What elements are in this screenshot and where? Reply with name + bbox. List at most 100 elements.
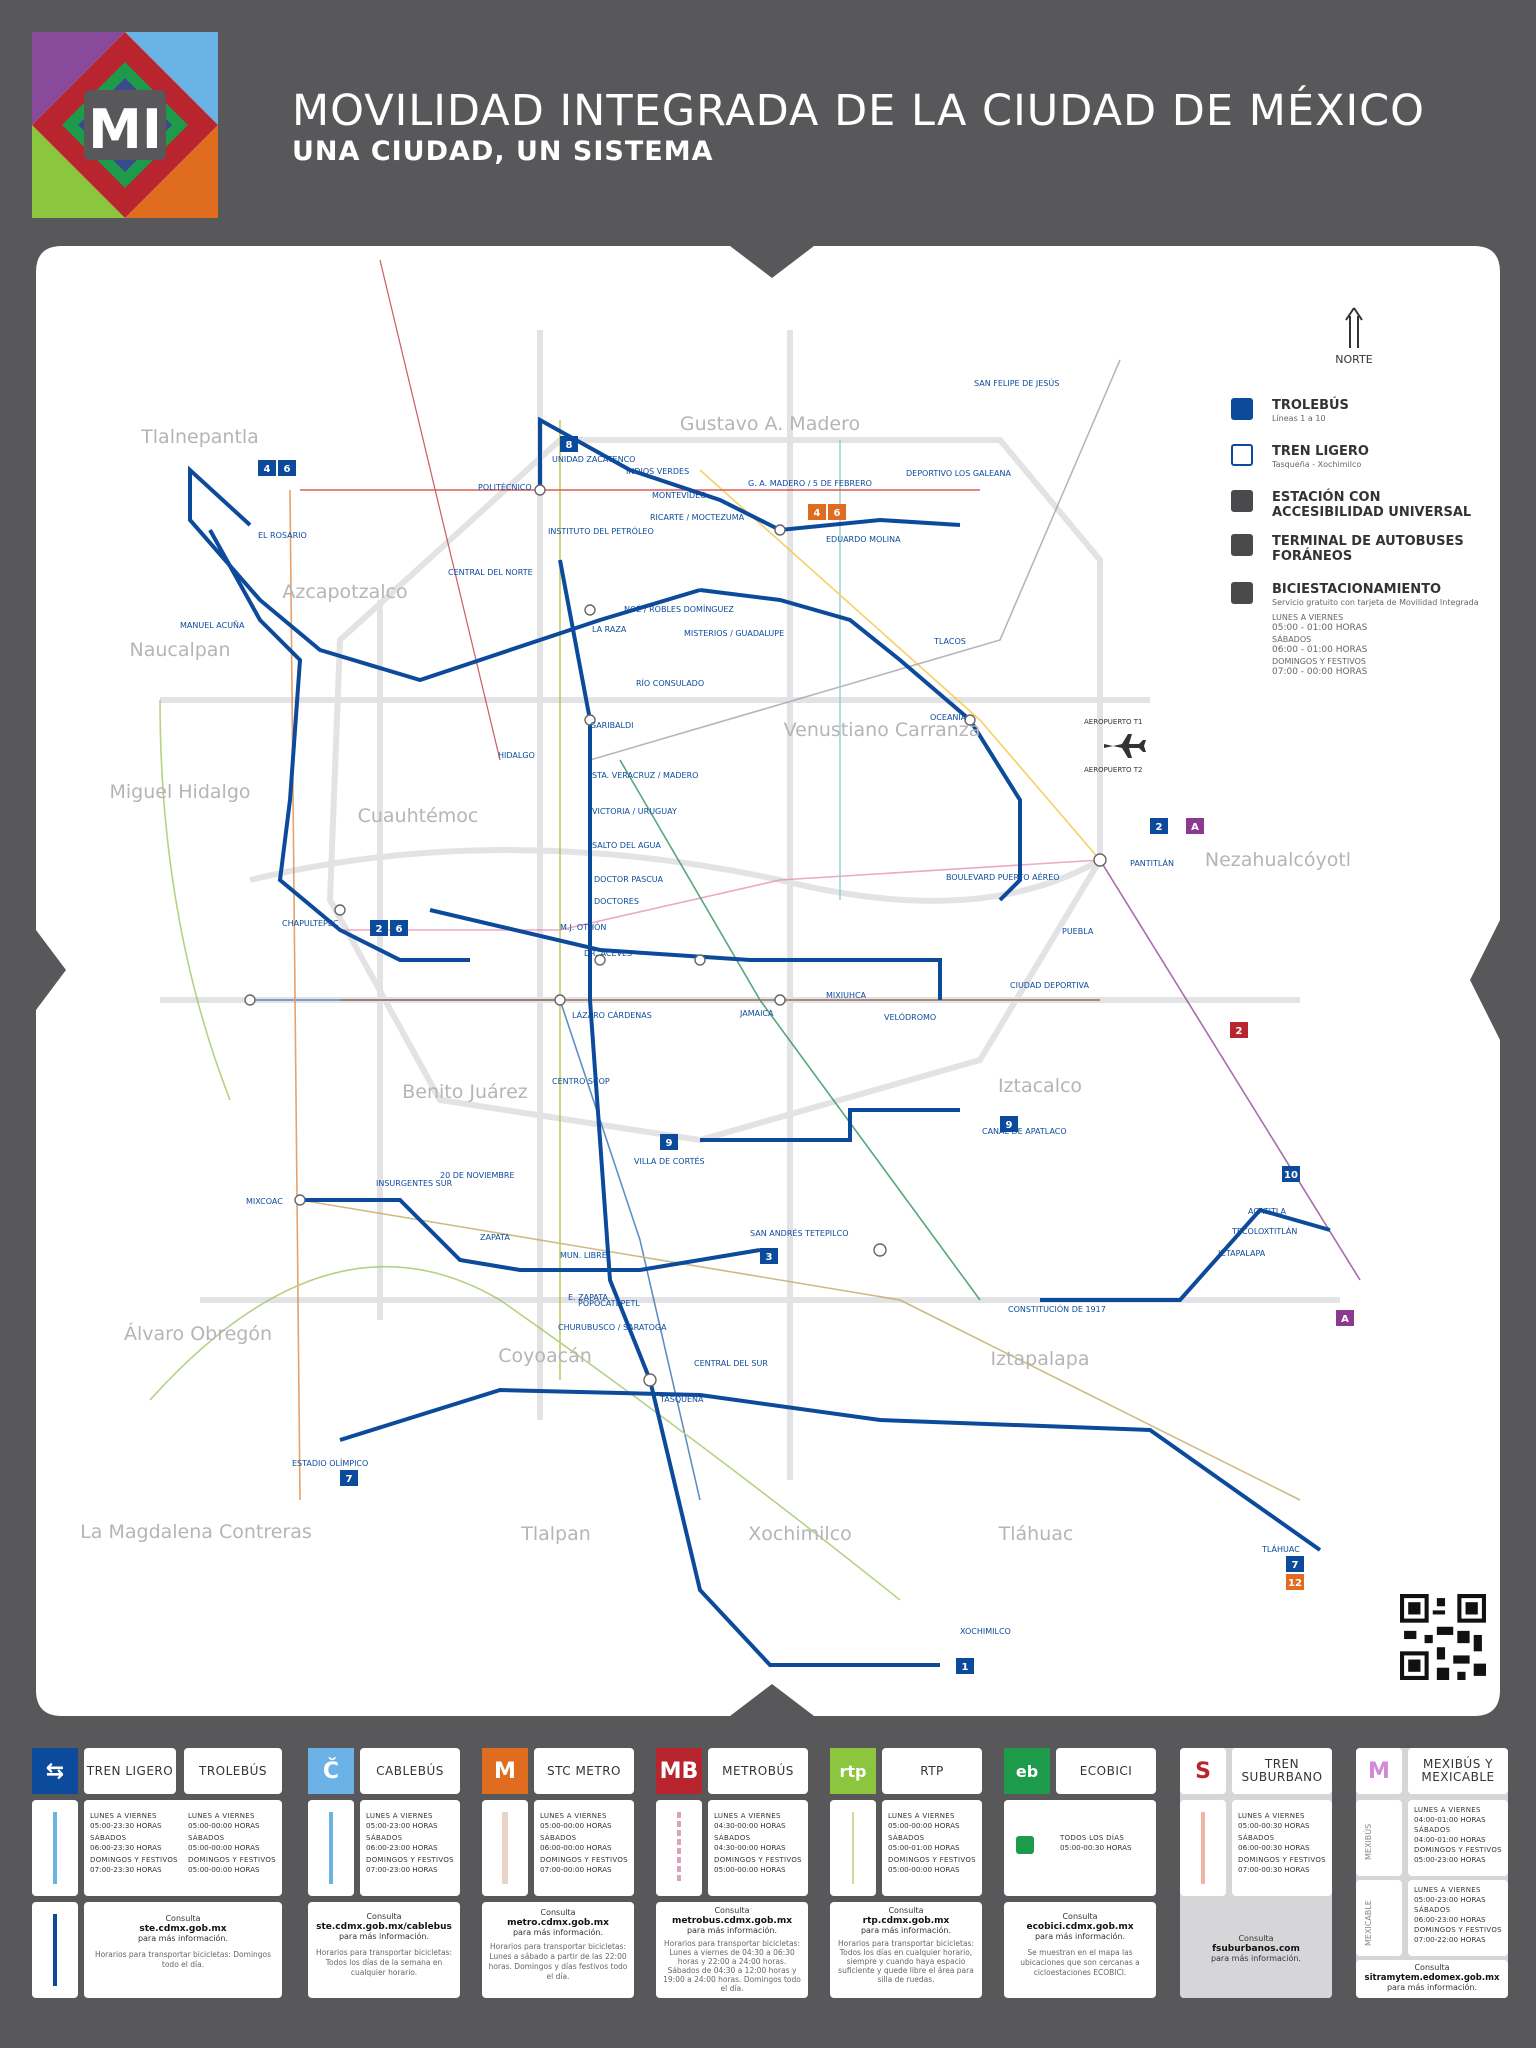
svg-text:TLÁHUAC: TLÁHUAC	[1261, 1543, 1300, 1554]
station-tags: EL ROSARIO CENTRAL DEL NORTE INSTITUTO D…	[180, 377, 1300, 1636]
light-rail-icon	[1231, 444, 1253, 466]
tren-ligero-name: TREN LIGERO	[84, 1748, 176, 1794]
cablebus-link[interactable]: ste.cdmx.gob.mx/cablebus	[316, 1922, 452, 1932]
svg-text:JAMAICA: JAMAICA	[739, 1009, 774, 1018]
bus-terminal-icon	[1231, 534, 1253, 556]
svg-text:CENTRAL DEL NORTE: CENTRAL DEL NORTE	[448, 568, 533, 577]
svg-text:MISTERIOS / GUADALUPE: MISTERIOS / GUADALUPE	[684, 629, 784, 638]
trolleybus-line-5	[538, 416, 961, 533]
cablebus-name: CABLEBÚS	[360, 1748, 460, 1794]
svg-text:CENTRAL DEL SUR: CENTRAL DEL SUR	[694, 1359, 768, 1368]
svg-text:8: 8	[566, 440, 573, 451]
trolleybus-line-3	[300, 1198, 761, 1272]
trolebus-name: TROLEBÚS	[184, 1748, 282, 1794]
metrobus-name: METROBÚS	[708, 1748, 808, 1794]
svg-text:Tlalnepantla: Tlalnepantla	[140, 426, 259, 448]
network-map[interactable]: Tlalnepantla Gustavo A. Madero Azcapotza…	[0, 0, 1536, 1760]
metro-line-12	[299, 1199, 1301, 1501]
metro-name: STC METRO	[534, 1748, 634, 1794]
rtp-line-swatch	[830, 1800, 876, 1896]
rtp-consult: Consulta rtp.cdmx.gob.mx para más inform…	[830, 1902, 982, 1998]
cablebus-logo-icon: Č	[308, 1748, 354, 1794]
svg-text:MUN. LIBRE: MUN. LIBRE	[560, 1251, 607, 1260]
svg-text:CONSTITUCIÓN DE 1917: CONSTITUCIÓN DE 1917	[1008, 1303, 1106, 1314]
svg-text:MI: MI	[88, 98, 162, 161]
legend-bus-terminal: TERMINAL DE AUTOBUSES FORÁNEOS	[1231, 534, 1482, 564]
metro-consult: Consulta metro.cdmx.gob.mx para más info…	[482, 1902, 634, 1998]
svg-text:2: 2	[376, 924, 383, 935]
svg-text:Miguel Hidalgo: Miguel Hidalgo	[109, 781, 250, 803]
north-label: NORTE	[1335, 353, 1373, 366]
metro-line-1	[340, 859, 1101, 931]
svg-text:6: 6	[284, 464, 291, 475]
svg-text:GARIBALDI: GARIBALDI	[590, 721, 634, 730]
ecobici-name: ECOBICI	[1056, 1748, 1156, 1794]
svg-text:3: 3	[766, 1252, 773, 1263]
metro-link[interactable]: metro.cdmx.gob.mx	[507, 1918, 609, 1928]
rtp-line-2	[159, 699, 231, 1101]
trolleybus-line-9	[700, 1108, 960, 1142]
svg-text:2: 2	[1156, 822, 1163, 833]
svg-text:Benito Juárez: Benito Juárez	[402, 1081, 528, 1103]
svg-text:7: 7	[346, 1474, 353, 1485]
rtp-link[interactable]: rtp.cdmx.gob.mx	[862, 1916, 950, 1926]
metrobus-link[interactable]: metrobus.cdmx.gob.mx	[671, 1916, 793, 1926]
mexibus-link[interactable]: sitramytem.edomex.gob.mx	[1364, 1973, 1500, 1983]
svg-text:IZTAPALAPA: IZTAPALAPA	[1218, 1249, 1266, 1258]
ste-link[interactable]: ste.cdmx.gob.mx	[139, 1924, 227, 1934]
suburbano-line	[379, 259, 501, 761]
svg-text:9: 9	[666, 1138, 673, 1149]
svg-text:DOCTOR PASCUA: DOCTOR PASCUA	[594, 875, 664, 884]
suburbano-line-swatch	[1180, 1800, 1226, 1896]
trolleybus-line-10	[1040, 1207, 1331, 1302]
accessibility-icon	[1231, 490, 1253, 512]
svg-text:TASQUEÑA: TASQUEÑA	[659, 1394, 704, 1404]
trolleybus-network	[188, 416, 1331, 1667]
svg-text:CENTRO SCOP: CENTRO SCOP	[552, 1077, 610, 1086]
tren-ligero-line-swatch	[32, 1800, 78, 1896]
svg-text:INSURGENTES SUR: INSURGENTES SUR	[376, 1179, 453, 1188]
svg-text:Naucalpan: Naucalpan	[129, 639, 230, 661]
suburbano-link[interactable]: fsuburbanos.com	[1212, 1944, 1300, 1954]
suburbano-name: TREN SUBURBANO	[1232, 1748, 1332, 1794]
svg-text:MIXCOAC: MIXCOAC	[246, 1197, 283, 1206]
qr-code[interactable]	[1400, 1594, 1486, 1680]
trolleybus-line-2	[429, 908, 942, 1000]
mexibus-side: MEXIBÚS	[1356, 1800, 1402, 1876]
svg-text:ACATITLA: ACATITLA	[1248, 1207, 1287, 1216]
svg-text:POPOCATÉPETL: POPOCATÉPETL	[578, 1297, 640, 1308]
svg-text:EL ROSARIO: EL ROSARIO	[258, 531, 307, 540]
svg-text:Nezahualcóyotl: Nezahualcóyotl	[1205, 849, 1351, 871]
rtp-logo-icon: rtp	[830, 1748, 876, 1794]
svg-text:VELÓDROMO: VELÓDROMO	[884, 1011, 936, 1022]
svg-text:9: 9	[1006, 1120, 1013, 1131]
svg-text:Álvaro Obregón: Álvaro Obregón	[124, 1322, 272, 1345]
rtp-name: RTP	[882, 1748, 982, 1794]
svg-text:DOCTORES: DOCTORES	[594, 897, 639, 906]
light-rail-line	[648, 1379, 940, 1667]
mi-logo: MI	[32, 32, 218, 218]
svg-text:1: 1	[962, 1662, 969, 1673]
svg-text:La Magdalena Contreras: La Magdalena Contreras	[80, 1521, 312, 1543]
ecobici-link[interactable]: ecobici.cdmx.gob.mx	[1026, 1922, 1134, 1932]
cablebus-consult: Consulta ste.cdmx.gob.mx/cablebus para m…	[308, 1902, 460, 1998]
svg-text:EDUARDO MOLINA: EDUARDO MOLINA	[826, 535, 901, 544]
svg-text:Iztapalapa: Iztapalapa	[991, 1348, 1090, 1370]
trolebus-line-swatch	[32, 1902, 78, 1998]
svg-text:12: 12	[1288, 1578, 1302, 1589]
arrow-up-icon	[1345, 307, 1363, 348]
svg-text:MIXIUHCA: MIXIUHCA	[826, 991, 867, 1000]
svg-text:CIUDAD DEPORTIVA: CIUDAD DEPORTIVA	[1010, 981, 1090, 990]
north-arrow: NORTE	[1334, 306, 1374, 366]
line-badges: 4 6 8 4 6 2 A 2 6 9 9 3 7 7 12 10 A 2 1	[258, 436, 1354, 1674]
